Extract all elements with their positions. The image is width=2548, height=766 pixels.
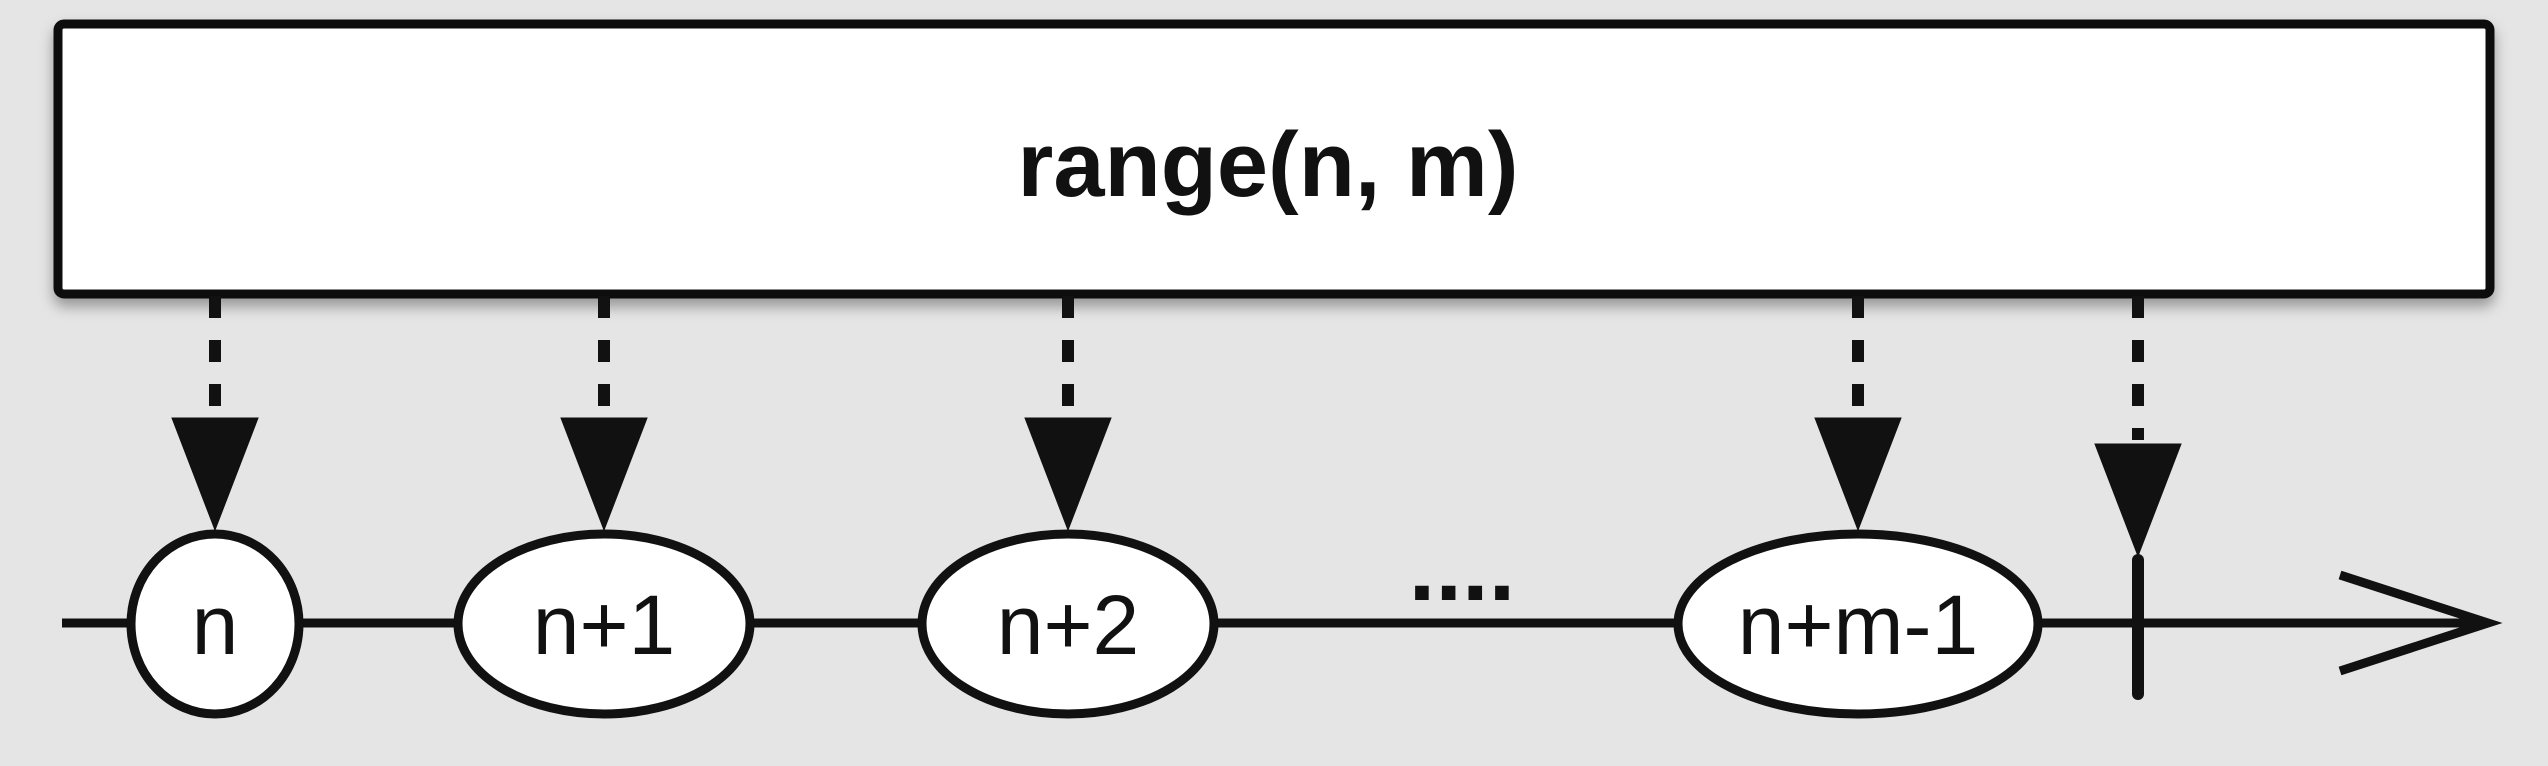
marble-label: n: [192, 578, 239, 672]
emission-arrow-completion: [2094, 296, 2182, 558]
timeline-arrowhead: [2338, 570, 2503, 676]
marble-label: n+1: [533, 578, 676, 672]
marble-n-plus-1: n+1: [453, 529, 755, 719]
emission-arrows: [171, 296, 2182, 558]
marble-label: n+2: [997, 578, 1140, 672]
emission-arrow-n-plus-m-minus-1: [1814, 296, 1902, 532]
emission-arrow-n: [171, 296, 259, 532]
emission-arrow-n-plus-1: [560, 296, 648, 532]
marble-n-plus-m-minus-1: n+m-1: [1673, 529, 2043, 719]
marble-n: n: [126, 529, 304, 719]
marble-label: n+m-1: [1738, 578, 1978, 672]
operator-label: range(n, m): [1018, 114, 1519, 216]
timeline: [62, 554, 2503, 700]
ellipsis-text: ....: [1409, 514, 1516, 621]
marble-n-plus-2: n+2: [917, 529, 1219, 719]
emission-arrow-n-plus-2: [1024, 296, 1112, 532]
operator-box: range(n, m): [53, 19, 2495, 299]
